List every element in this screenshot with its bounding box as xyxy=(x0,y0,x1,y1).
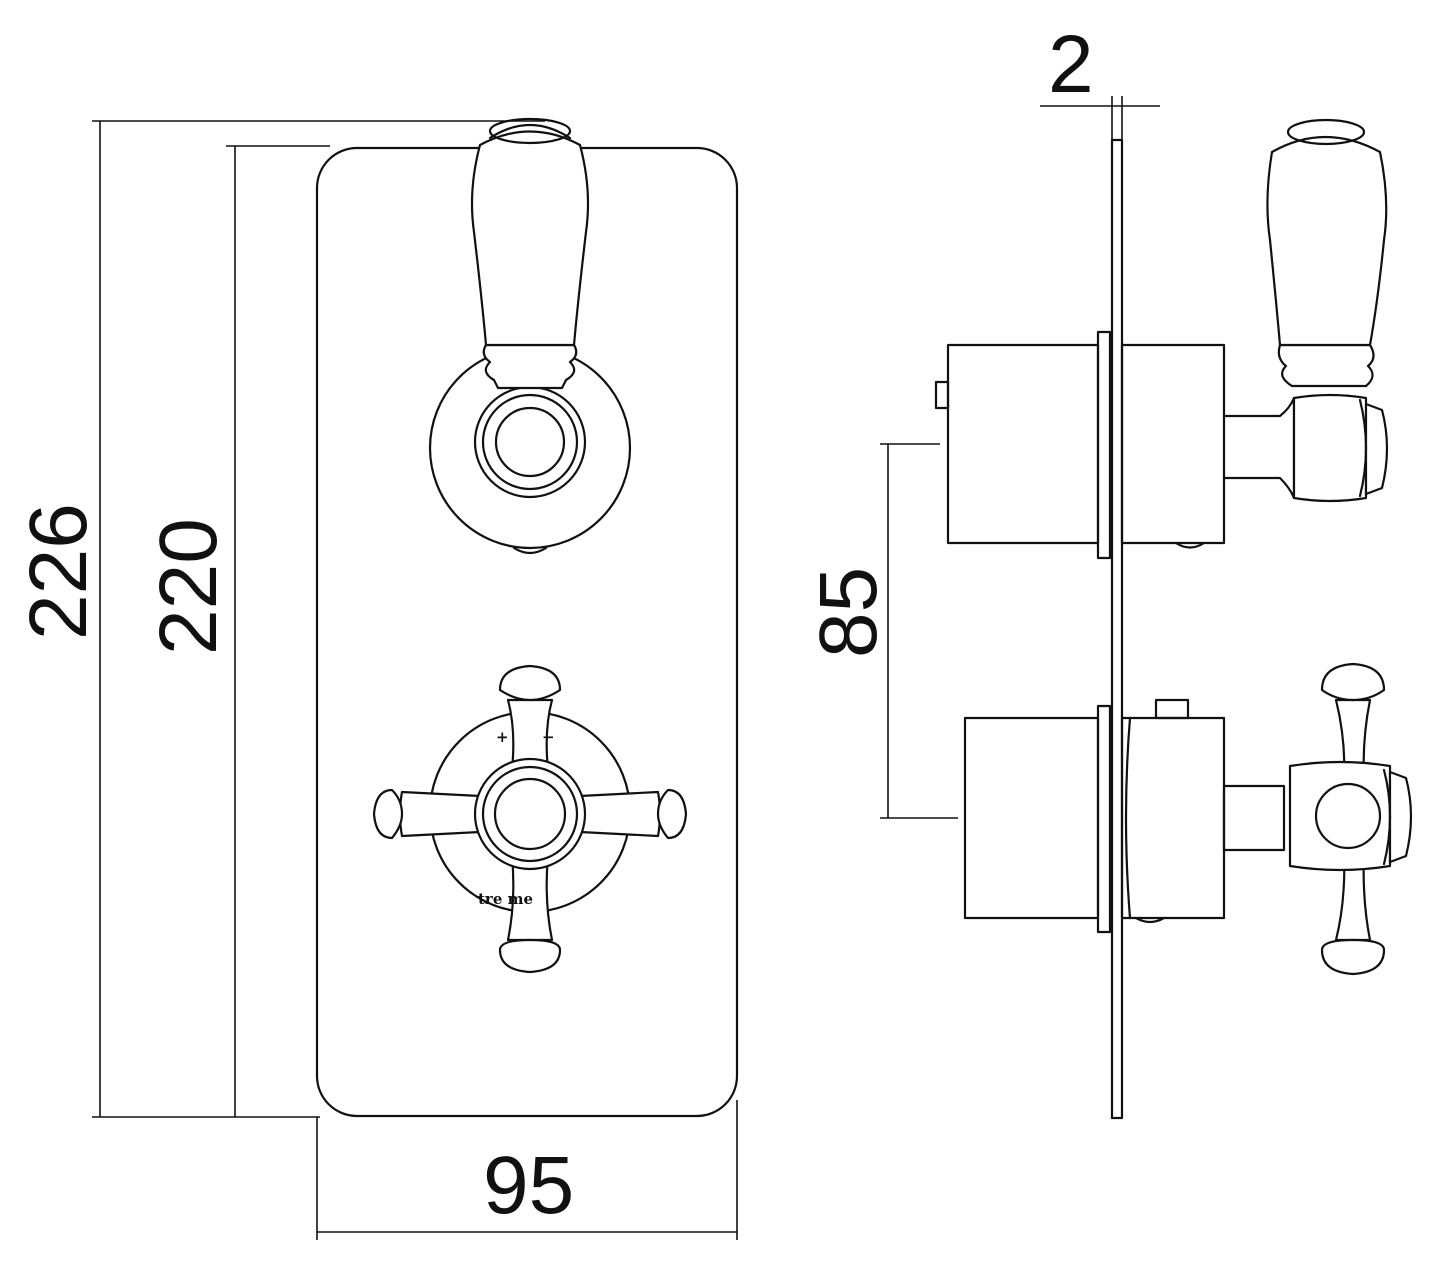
svg-text:−: − xyxy=(542,728,555,746)
svg-text:+: + xyxy=(496,728,509,746)
brand-mark: tre me xyxy=(478,890,533,908)
dimension-lines-front xyxy=(92,120,738,1240)
dimension-220: 220 xyxy=(143,518,234,655)
side-view: 2 85 xyxy=(803,19,1413,1120)
dimension-lines-side xyxy=(880,96,1160,819)
dimension-226: 226 xyxy=(13,503,104,640)
lower-cross-handle: tre me + − xyxy=(372,664,688,974)
side-plate xyxy=(1110,138,1124,1120)
front-view: tre me + − 226 220 95 xyxy=(13,117,739,1240)
dimension-2: 2 xyxy=(1048,19,1094,110)
dimension-85: 85 xyxy=(803,567,894,658)
upper-lever-handle xyxy=(428,117,632,555)
dimension-95: 95 xyxy=(483,1140,574,1231)
